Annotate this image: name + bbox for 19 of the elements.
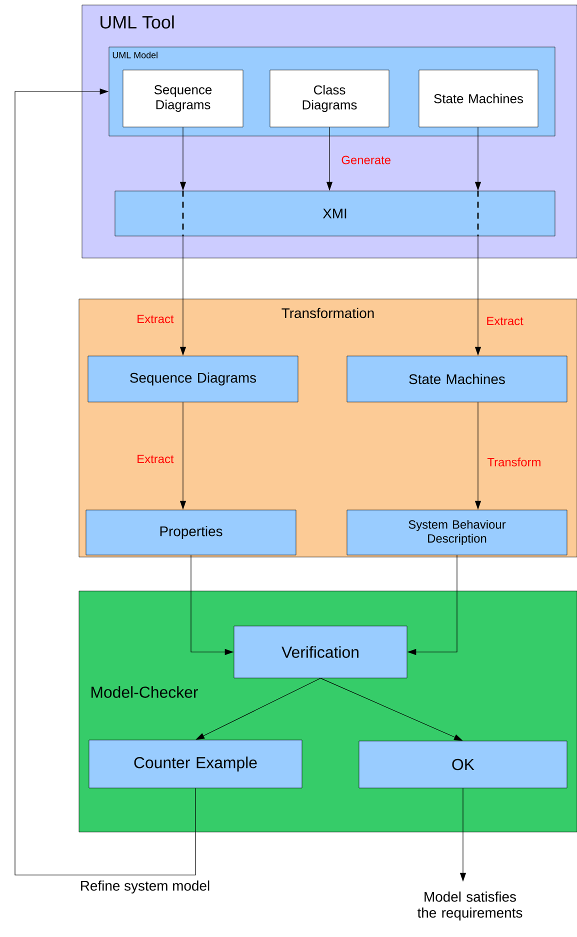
process-box: Counter Example (88, 740, 302, 788)
process-box: System Behaviour Description (346, 510, 568, 556)
edge-label: Extract (138, 454, 174, 464)
edge-label: Extract (487, 316, 524, 326)
process-box: OK (358, 740, 568, 788)
edge-label: Extract (138, 314, 174, 324)
process-box: State Machines (418, 70, 538, 128)
arrow (14, 88, 196, 876)
process-box: Class Diagrams (270, 70, 390, 128)
process-box: State Machines (346, 356, 568, 402)
result-text: Model satisfies the requirements (418, 892, 522, 920)
process-box: XMI (114, 190, 556, 236)
edge-label: Refine system model (81, 880, 210, 894)
edge-label: Generate (342, 156, 390, 164)
process-box: Sequence Diagrams (88, 356, 298, 402)
process-box: Verification (234, 626, 408, 678)
edge-label: Transform (487, 458, 540, 466)
process-box: Properties (86, 510, 296, 556)
process-box: Sequence Diagrams (122, 70, 244, 128)
